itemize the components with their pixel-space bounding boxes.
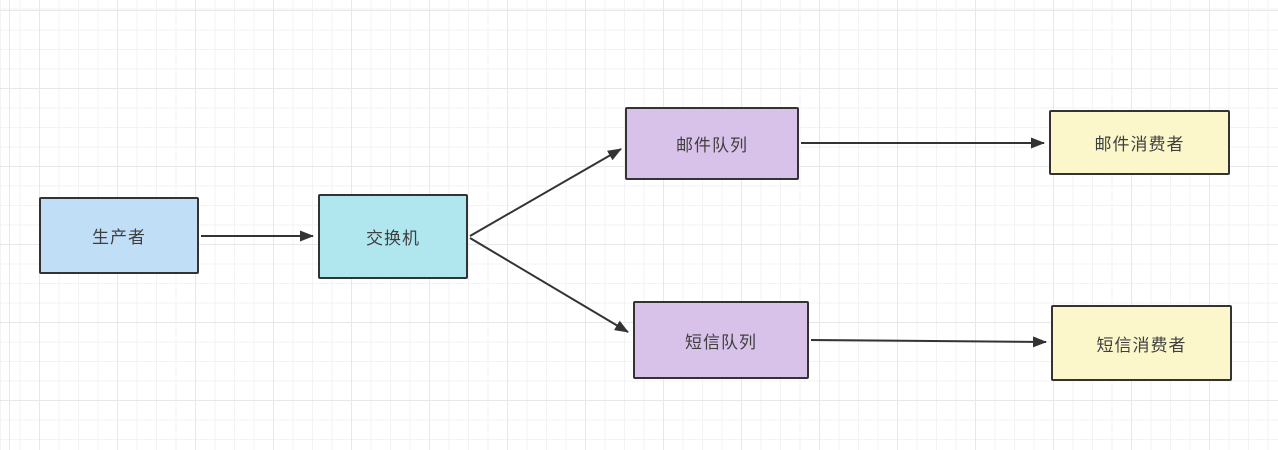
edge-exchange-to-sms-queue — [469, 237, 629, 333]
node-producer[interactable]: 生产者 — [39, 197, 199, 274]
edge-sms-queue-to-sms-consumer — [810, 336, 1047, 348]
node-exchange[interactable]: 交换机 — [318, 194, 468, 279]
node-email-consumer[interactable]: 邮件消费者 — [1049, 110, 1230, 175]
node-producer-label: 生产者 — [92, 228, 146, 247]
node-sms-queue-label: 短信队列 — [685, 332, 757, 352]
node-sms-queue[interactable]: 短信队列 — [633, 301, 809, 379]
node-exchange-label: 交换机 — [366, 229, 420, 248]
node-email-queue-label: 邮件队列 — [676, 136, 748, 155]
node-email-queue[interactable]: 邮件队列 — [625, 107, 799, 180]
edge-exchange-to-email-queue — [469, 148, 622, 237]
node-email-consumer-label: 邮件消费者 — [1094, 135, 1185, 154]
node-sms-consumer[interactable]: 短信消费者 — [1051, 305, 1232, 381]
node-sms-consumer-label: 短信消费者 — [1096, 335, 1187, 355]
